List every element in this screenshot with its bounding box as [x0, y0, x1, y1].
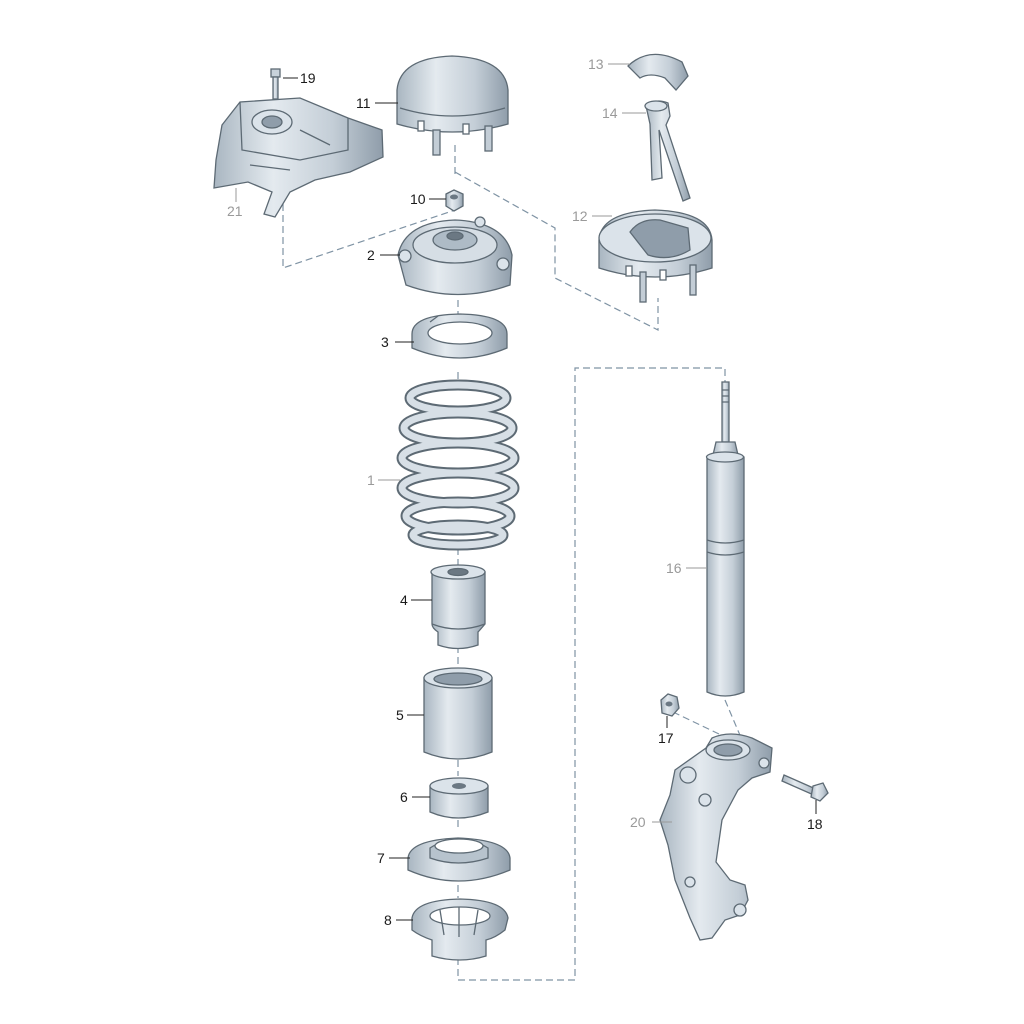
callout-18: 18 [807, 816, 823, 832]
callout-6: 6 [400, 789, 408, 805]
callout-8: 8 [384, 912, 392, 928]
part-17-nut [660, 693, 680, 717]
callout-21: 21 [227, 203, 243, 219]
part-16-shock-absorber [705, 381, 745, 697]
part-13-cover [627, 53, 689, 91]
callout-3: 3 [381, 334, 389, 350]
callout-19: 19 [300, 70, 316, 86]
callout-12: 12 [572, 208, 588, 224]
callout-4: 4 [400, 592, 408, 608]
callout-20: 20 [630, 814, 646, 830]
part-3-spring-pad [411, 313, 508, 359]
callout-7: 7 [377, 850, 385, 866]
part-11-protective-cap [396, 55, 509, 156]
part-10-nut [445, 189, 464, 212]
part-12-cap [598, 209, 713, 303]
callout-2: 2 [367, 247, 375, 263]
part-5-protective-sleeve [423, 667, 493, 760]
part-7-spring-seat [407, 837, 511, 882]
part-18-bolt [781, 774, 829, 802]
part-2-strut-mount [397, 216, 513, 296]
callout-13: 13 [588, 56, 604, 72]
part-6-bushing [429, 777, 489, 819]
callout-16: 16 [666, 560, 682, 576]
callout-14: 14 [602, 105, 618, 121]
callout-17: 17 [658, 730, 674, 746]
part-14-wrench-tool [644, 100, 691, 202]
part-4-bump-stop [430, 564, 486, 650]
callout-5: 5 [396, 707, 404, 723]
callout-10: 10 [410, 191, 426, 207]
part-19-bolt [270, 68, 281, 100]
part-8-lower-mount [411, 898, 509, 961]
part-1-coil-spring [396, 379, 520, 551]
callout-11: 11 [356, 95, 371, 111]
callout-1: 1 [367, 472, 375, 488]
leader-lines [235, 63, 817, 921]
part-21-strut-tower-bracket [213, 97, 384, 218]
part-20-wheel-bearing-housing [659, 733, 773, 941]
